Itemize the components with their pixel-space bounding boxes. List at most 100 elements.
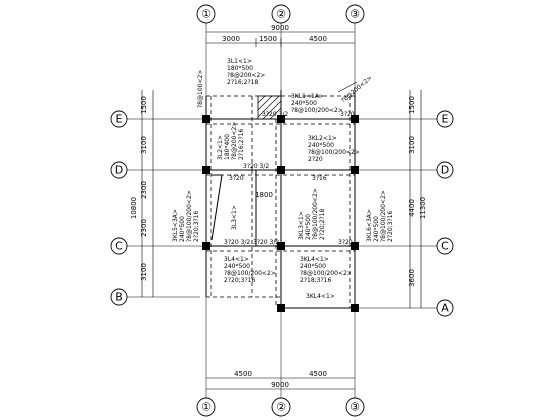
svg-text:9000: 9000 <box>271 381 289 389</box>
svg-text:?8@100/200<2>: ?8@100/200<2> <box>186 190 193 242</box>
axis-bubble-right-D: D <box>436 161 454 179</box>
beam-lines <box>205 90 356 309</box>
svg-text:①: ① <box>201 8 211 21</box>
svg-text:3100: 3100 <box>140 136 148 154</box>
svg-text:240*500: 240*500 <box>308 142 334 149</box>
svg-text:D: D <box>115 164 123 177</box>
beam-label-3KL6: 3KL6<3A> 240*500 ?8@100/200<2> 2?20;3?16 <box>366 190 394 242</box>
beam-label-3L2: 3L2<1> 180*400 ?8@200<2> 2?16;2?16 <box>217 122 245 160</box>
svg-text:B: B <box>115 291 123 304</box>
axis-bubble-right-C: C <box>436 237 454 255</box>
beam-label-3L3: 3L3<1> <box>231 205 238 230</box>
svg-text:240*500: 240*500 <box>300 263 326 270</box>
axis-bubble-top-3: ③ <box>345 4 365 24</box>
beam-label-3L4: 3L4<1> 240*500 ?8@100/200<2> 2?20;3?16 <box>224 256 276 284</box>
svg-text:2300: 2300 <box>140 219 148 237</box>
svg-text:3KL3<1>: 3KL3<1> <box>298 211 305 240</box>
svg-text:?8@100<2>: ?8@100<2> <box>197 70 204 108</box>
svg-text:2?16;2?16: 2?16;2?16 <box>238 129 245 160</box>
svg-text:③: ③ <box>350 8 360 21</box>
svg-text:D: D <box>441 164 449 177</box>
svg-text:2?20;3?16: 2?20;3?16 <box>224 277 255 284</box>
beam-label-3KL4: 3KL4<1> 240*500 ?8@100/200<2> 2?18;3?16 … <box>300 256 352 300</box>
svg-text:3100: 3100 <box>140 263 148 281</box>
svg-text:?8@100/200<2>: ?8@100/200<2> <box>291 107 343 114</box>
rebar-notes: 3?20 3/2 3?20 3/2 3?20 3/2 3?20 3/2 3?20… <box>224 111 355 246</box>
beam-label-3KL1: 3KL1<1A> 240*500 ?8@100/200<2> <box>291 93 343 114</box>
svg-text:2?20;3?16: 2?20;3?16 <box>387 211 394 242</box>
svg-text:①: ① <box>201 401 211 414</box>
svg-text:?8@100/200<2>: ?8@100/200<2> <box>308 149 360 156</box>
svg-text:?8@100/200<2>: ?8@100/200<2> <box>224 270 276 277</box>
svg-text:E: E <box>442 113 449 126</box>
svg-text:3?20 3/2: 3?20 3/2 <box>262 111 288 118</box>
beam-label-3KL5: 3KL5<3A> 240*500 ?8@100/200<2> 2?20;3?16 <box>172 190 200 242</box>
svg-text:3KL2<1>: 3KL2<1> <box>308 135 337 142</box>
svg-text:2?18;3?16: 2?18;3?16 <box>300 277 331 284</box>
svg-text:3KL4<1>: 3KL4<1> <box>306 293 335 300</box>
svg-text:1500: 1500 <box>259 35 277 43</box>
svg-text:?8@100/200<2>: ?8@100/200<2> <box>380 190 387 242</box>
svg-text:3L3<1>: 3L3<1> <box>231 205 238 230</box>
svg-text:3?20 3/2: 3?20 3/2 <box>224 239 250 246</box>
axis-bubble-top-2: ② <box>271 4 291 24</box>
svg-text:②: ② <box>276 8 286 21</box>
svg-text:A: A <box>441 302 449 315</box>
svg-text:3000: 3000 <box>222 35 240 43</box>
svg-text:3KL1<1A>: 3KL1<1A> <box>291 93 324 100</box>
svg-text:?8@200<2>: ?8@200<2> <box>340 75 374 105</box>
svg-text:4500: 4500 <box>309 35 327 43</box>
svg-text:③: ③ <box>350 401 360 414</box>
svg-text:1500: 1500 <box>140 96 148 114</box>
svg-text:180*500: 180*500 <box>227 65 253 72</box>
svg-text:3?20 3/2: 3?20 3/2 <box>243 163 269 170</box>
right-dimensions: 1500 3100 4400 3600 11300 <box>408 90 427 308</box>
svg-text:3L2<1>: 3L2<1> <box>217 135 224 160</box>
svg-text:2?20: 2?20 <box>308 156 323 163</box>
svg-text:3?16: 3?16 <box>312 175 327 182</box>
svg-text:180*400: 180*400 <box>224 134 231 160</box>
svg-text:3?20: 3?20 <box>338 239 353 246</box>
beam-label-3KL2: 3KL2<1> 240*500 ?8@100/200<2> 2?20 <box>308 135 360 163</box>
svg-text:4500: 4500 <box>309 370 327 378</box>
svg-text:11300: 11300 <box>419 197 427 219</box>
svg-text:240*500: 240*500 <box>291 100 317 107</box>
svg-text:240*500: 240*500 <box>224 263 250 270</box>
svg-text:2?20;2?18: 2?20;2?18 <box>319 209 326 240</box>
beam-label-3L1: 3L1<1> 180*500 ?8@200<2> 2?16;2?18 <box>227 58 265 86</box>
axis-bubble-bottom-2: ② <box>271 397 291 417</box>
svg-text:3?20: 3?20 <box>340 111 355 118</box>
svg-text:2?16;2?18: 2?16;2?18 <box>227 79 258 86</box>
svg-text:3KL5<3A>: 3KL5<3A> <box>172 209 179 242</box>
svg-text:3KL6<3A>: 3KL6<3A> <box>366 209 373 242</box>
svg-text:?8@100/200<2>: ?8@100/200<2> <box>312 188 319 240</box>
svg-text:C: C <box>441 240 449 253</box>
svg-text:1500: 1500 <box>408 96 416 114</box>
svg-text:3L4<1>: 3L4<1> <box>224 256 249 263</box>
axis-bubble-right-A: A <box>436 299 454 317</box>
svg-text:3600: 3600 <box>408 269 416 287</box>
axis-bubble-left-C: C <box>110 237 128 255</box>
svg-text:2?20;3?16: 2?20;3?16 <box>193 211 200 242</box>
svg-text:C: C <box>115 240 123 253</box>
axis-bubble-left-B: B <box>110 288 128 306</box>
svg-text:3?20 3/2: 3?20 3/2 <box>253 239 279 246</box>
svg-text:?8@200<2>: ?8@200<2> <box>231 122 238 160</box>
svg-text:?8@100/200<2>: ?8@100/200<2> <box>300 270 352 277</box>
left-dimensions: 1500 3100 2300 2300 3100 10800 <box>130 90 154 297</box>
svg-text:240*500: 240*500 <box>305 214 312 240</box>
bottom-dimensions: 4500 4500 9000 <box>206 370 355 390</box>
svg-text:3?20: 3?20 <box>229 175 244 182</box>
svg-text:3L1<1>: 3L1<1> <box>227 58 252 65</box>
top-dimensions: 9000 3000 1500 4500 <box>206 24 355 47</box>
beam-label-3KL3: 3KL3<1> 240*500 ?8@100/200<2> 2?20;2?18 <box>298 188 326 240</box>
svg-text:3100: 3100 <box>408 136 416 154</box>
axis-bubble-bottom-1: ① <box>196 397 216 417</box>
axis-bubble-right-E: E <box>436 110 454 128</box>
svg-text:4500: 4500 <box>234 370 252 378</box>
svg-text:240*500: 240*500 <box>179 216 186 242</box>
svg-text:②: ② <box>276 401 286 414</box>
beam-label-slab-note: ?8@100<2> <box>197 70 204 108</box>
svg-text:4400: 4400 <box>408 199 416 217</box>
